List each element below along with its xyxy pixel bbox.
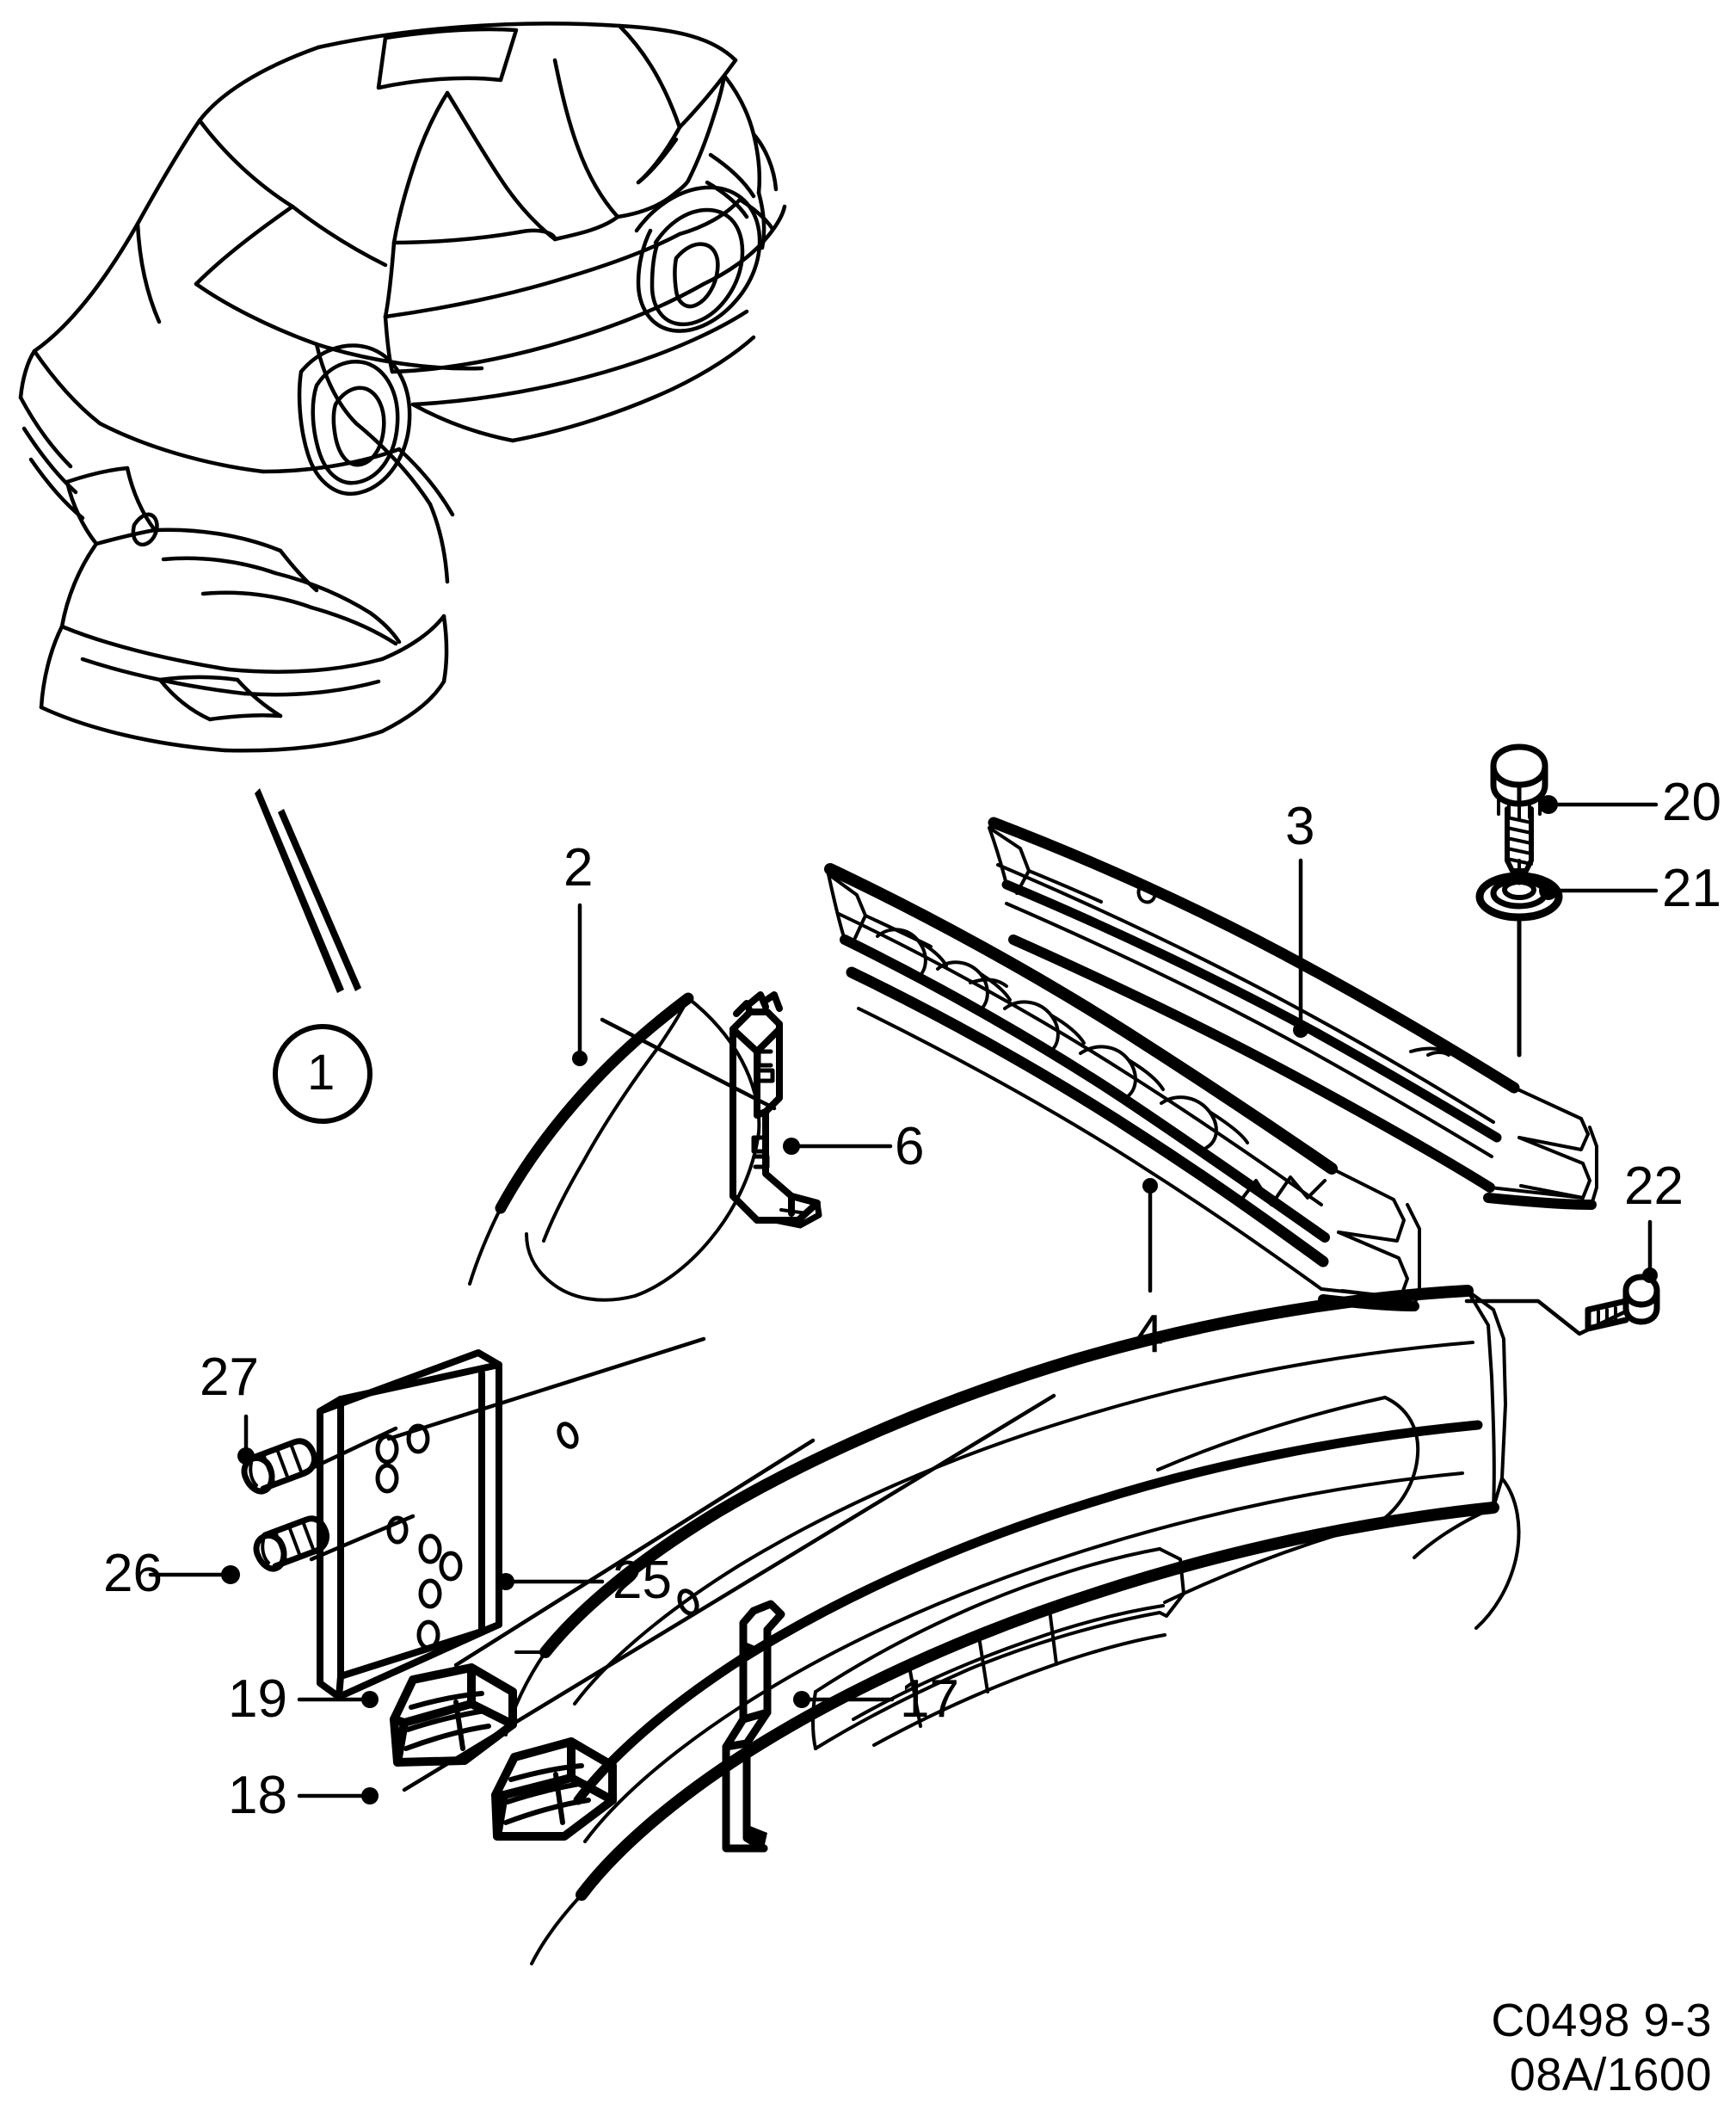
part-1-bumper-cover-main [504, 1285, 1521, 1965]
part-4-energy-absorber [824, 863, 1421, 1311]
part-6-mounting-guide-bracket [729, 991, 822, 1229]
callout-label-20: 20 [1662, 773, 1721, 832]
part-18-grille-insert-right [491, 1737, 617, 1841]
part-2-bumper-cover-upper-edge [468, 992, 761, 1302]
callout-label-4: 4 [1134, 1305, 1164, 1364]
part-27-screw [241, 1438, 318, 1495]
callout-label-6: 6 [895, 1117, 925, 1176]
callout-1-circle [273, 1024, 372, 1124]
callout-label-3: 3 [1285, 797, 1315, 856]
part-26-screw [253, 1515, 330, 1572]
callout-label-27: 27 [200, 1348, 259, 1407]
part-21-washer-grommet [1475, 859, 1563, 1058]
callout-label-26: 26 [103, 1544, 163, 1603]
callout-label-1: 1 [307, 1045, 336, 1101]
drawing-code: C0498 9-3 [1491, 1994, 1712, 2046]
callout-label-17: 17 [900, 1669, 959, 1729]
callout-label-21: 21 [1662, 859, 1721, 918]
drawing-footer: C0498 9-3 08A/1600 [1491, 1994, 1712, 2103]
callout-label-19: 19 [228, 1669, 287, 1729]
part-22-flange-screw [1585, 1274, 1660, 1332]
section-code: 08A/1600 [1509, 2049, 1712, 2101]
callout-label-22: 22 [1624, 1157, 1684, 1216]
part-17-z-support-bracket [722, 1600, 785, 1853]
callout-label-25: 25 [613, 1551, 672, 1610]
vehicle-outline [18, 22, 787, 753]
callout-label-2: 2 [563, 838, 594, 898]
callout-label-18: 18 [228, 1766, 287, 1825]
part-19-grille-insert-left [390, 1663, 517, 1767]
part-25-licence-plate-bracket [317, 1349, 502, 1700]
part-3-bumper-reinforcement-beam [988, 817, 1598, 1210]
